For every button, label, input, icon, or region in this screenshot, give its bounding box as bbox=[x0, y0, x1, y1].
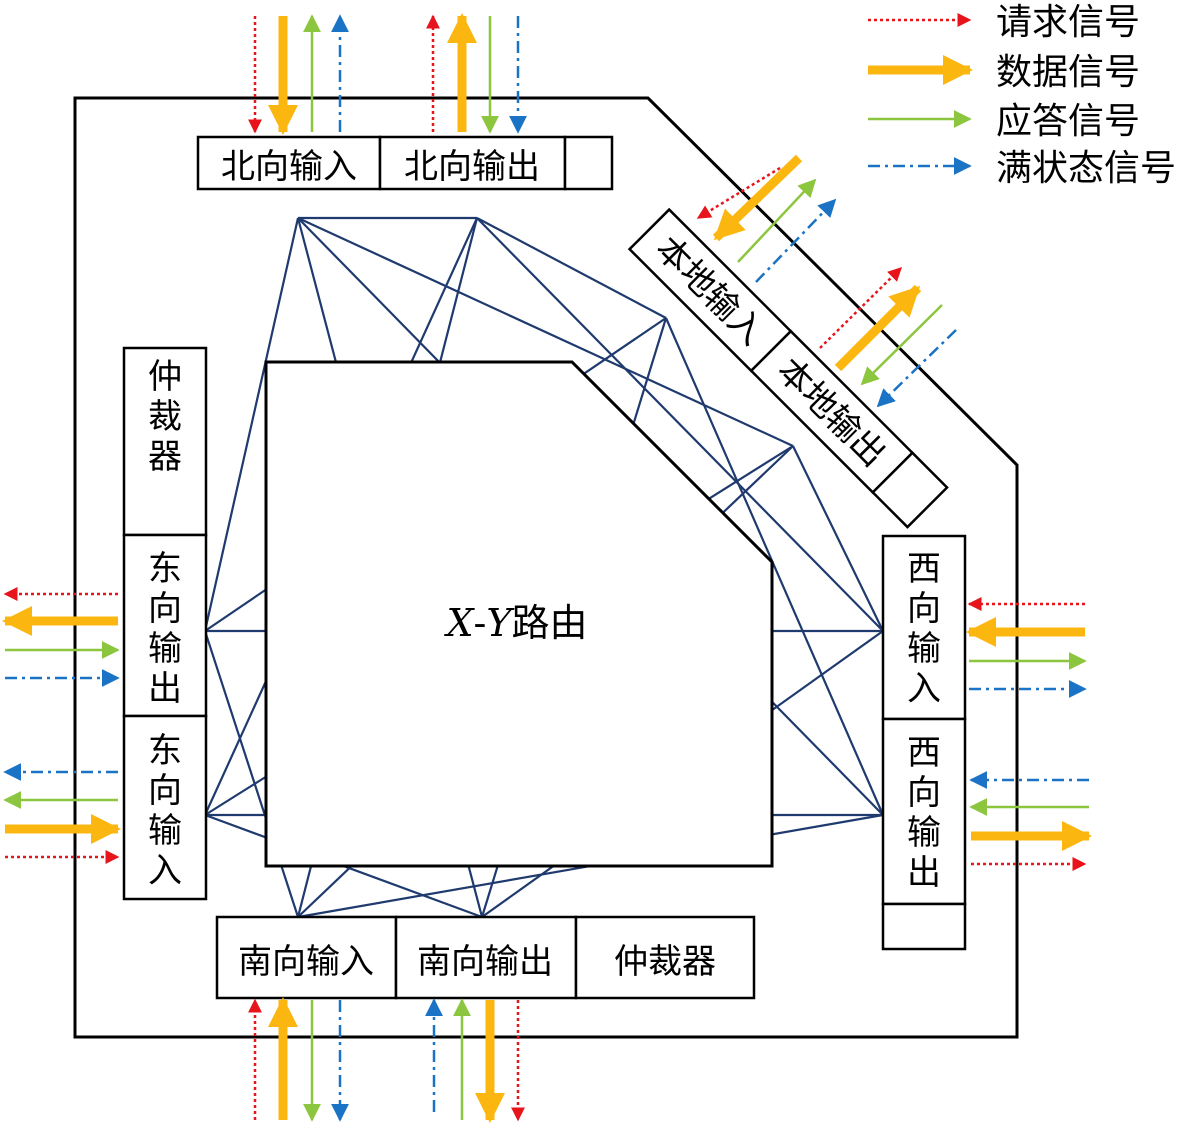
data-signal-arrow bbox=[834, 284, 922, 372]
crossbar-wire bbox=[297, 217, 794, 447]
crossbar-wire bbox=[664, 317, 885, 816]
south-input-label: 南向输入 bbox=[238, 942, 374, 982]
crossbar-wire bbox=[203, 630, 300, 918]
xy-routing-block bbox=[264, 360, 774, 868]
legend-ack-label: 应答信号 bbox=[996, 101, 1140, 142]
west-output-label: 西向输出 bbox=[907, 733, 941, 893]
data-signal-arrow bbox=[712, 154, 803, 242]
router-outline bbox=[73, 96, 1019, 1039]
local-output-label: 本地输出 bbox=[769, 350, 893, 474]
ack-signal-arrow bbox=[860, 304, 943, 386]
north-input-label: 北向输入 bbox=[221, 147, 357, 187]
west-ports: 西向输入 西向输出 bbox=[881, 534, 967, 951]
req-signal-arrow bbox=[696, 166, 781, 220]
crossbar-wire bbox=[476, 217, 884, 632]
north-output-label: 北向输出 bbox=[404, 147, 540, 187]
crossbar-wire bbox=[203, 217, 300, 632]
east-ports: 仲裁器 东向输出 东向输入 bbox=[122, 346, 208, 901]
legend-data-label: 数据信号 bbox=[996, 52, 1140, 93]
xy-routing-label: X-Y路由 bbox=[443, 601, 587, 645]
req-signal-arrow bbox=[819, 267, 902, 349]
ack-signal-arrow bbox=[737, 178, 817, 263]
west-input-label: 西向输入 bbox=[907, 549, 941, 709]
legend: 请求信号 数据信号 应答信号 满状态信号 bbox=[868, 2, 1176, 189]
south-output-label: 南向输出 bbox=[417, 942, 553, 982]
crossbar-wire bbox=[792, 445, 884, 632]
left-arbiter-label: 仲裁器 bbox=[148, 357, 182, 477]
east-input-label: 东向输入 bbox=[148, 731, 182, 891]
full-signal-arrow bbox=[755, 198, 837, 283]
east-output-label: 东向输出 bbox=[148, 549, 182, 709]
legend-request-label: 请求信号 bbox=[996, 2, 1140, 43]
signal-arrows bbox=[1, 13, 1092, 1123]
legend-full-label: 满状态信号 bbox=[996, 148, 1176, 189]
south-ports: 南向输入 南向输出 仲裁器 bbox=[215, 915, 756, 1000]
south-arbiter-label: 仲裁器 bbox=[614, 942, 716, 982]
north-ports: 北向输入 北向输出 bbox=[196, 135, 614, 191]
crossbar-wire bbox=[476, 217, 667, 319]
full-signal-arrow bbox=[876, 329, 957, 408]
